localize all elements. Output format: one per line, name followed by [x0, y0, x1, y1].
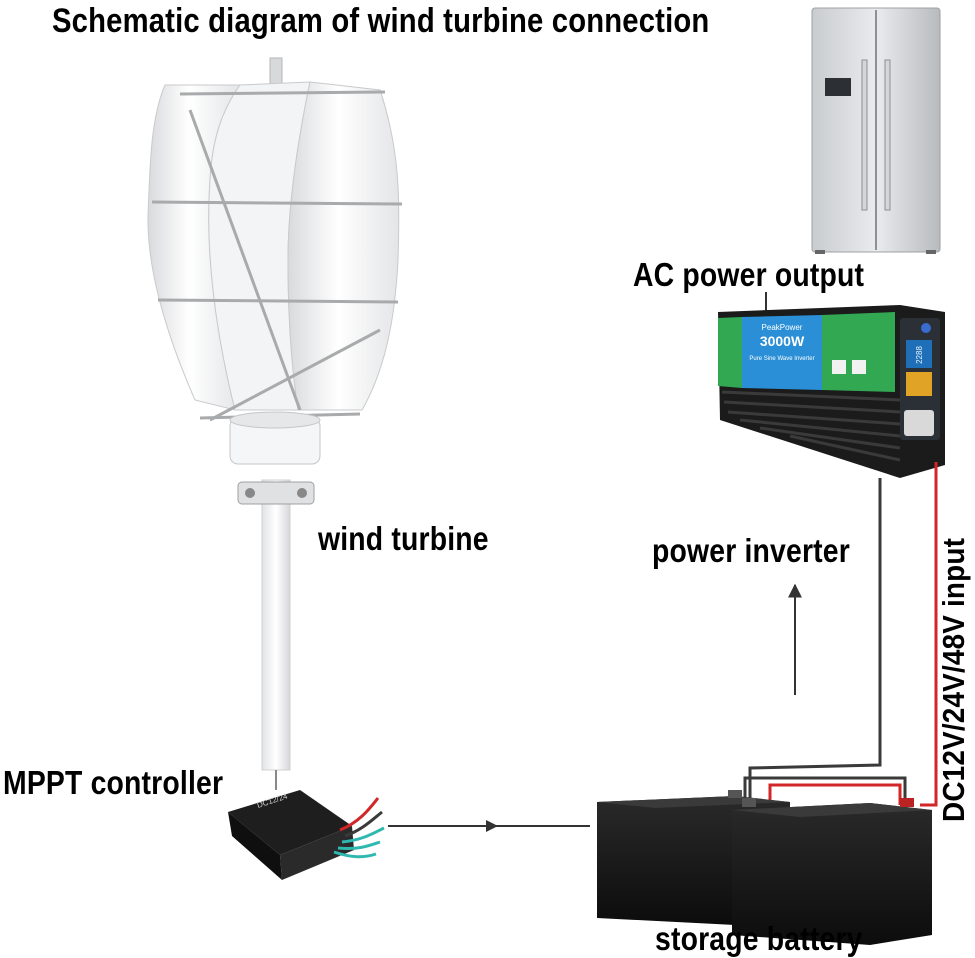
fridge-handle-left: [861, 59, 868, 211]
battery-front: [732, 798, 932, 945]
label-storage-battery: storage battery: [655, 920, 863, 957]
fridge-handle-right: [884, 59, 891, 211]
controller-body: [228, 790, 352, 855]
turbine-shaft-top: [269, 57, 283, 85]
storage-batteries: [597, 790, 932, 945]
inverter-heatsink: [721, 390, 901, 462]
inverter-positive-wire: [920, 462, 938, 807]
inverter-type: Pure Sine Wave Inverter: [749, 356, 814, 362]
label-mppt-controller: MPPT controller: [3, 764, 224, 801]
controller-wires: [333, 797, 385, 859]
turbine-blade-right: [287, 81, 400, 411]
battery-terminal-negative: [742, 798, 756, 807]
battery-terminal-positive: [900, 798, 914, 807]
arrow-head-icon: [486, 820, 498, 832]
fridge-display: [825, 78, 851, 96]
battery-link-red-wire: [768, 783, 902, 805]
inverter-display-readout: 2288: [915, 346, 924, 364]
power-inverter-unit: PeakPower 3000W Pure Sine Wave Inverter …: [718, 292, 945, 478]
label-dc-input: DC12V/24V/48V input: [936, 537, 971, 822]
label-ac-power-output: AC power output: [633, 256, 865, 293]
flange-bolt-icon: [245, 488, 255, 498]
label-power-inverter: power inverter: [652, 532, 850, 569]
inverter-socket-icon: [904, 410, 934, 436]
turbine-flange: [237, 481, 315, 505]
inverter-display: [906, 340, 932, 368]
refrigerator: [811, 7, 941, 254]
inverter-label-center: [742, 315, 822, 390]
flange-bolt-icon: [297, 488, 307, 498]
mppt-controller-unit: DC12/24: [228, 790, 385, 880]
diagram-title: Schematic diagram of wind turbine connec…: [52, 2, 710, 40]
turbine-generator-top: [229, 411, 321, 429]
inverter-wattage: 3000W: [760, 333, 805, 349]
inverter-negative-wire: [748, 478, 882, 800]
wind-turbine: [147, 57, 403, 771]
turbine-pole: [261, 479, 291, 771]
inverter-peak-power: PeakPower: [762, 323, 803, 332]
inverter-outlet-icon: [852, 360, 866, 374]
inverter-power-button: [921, 323, 931, 333]
label-wind-turbine: wind turbine: [318, 520, 489, 557]
inverter-outlet-icon: [832, 360, 846, 374]
inverter-label-left: [718, 317, 742, 388]
battery-link-black-wire: [743, 776, 907, 800]
inverter-label-right: [822, 312, 895, 392]
